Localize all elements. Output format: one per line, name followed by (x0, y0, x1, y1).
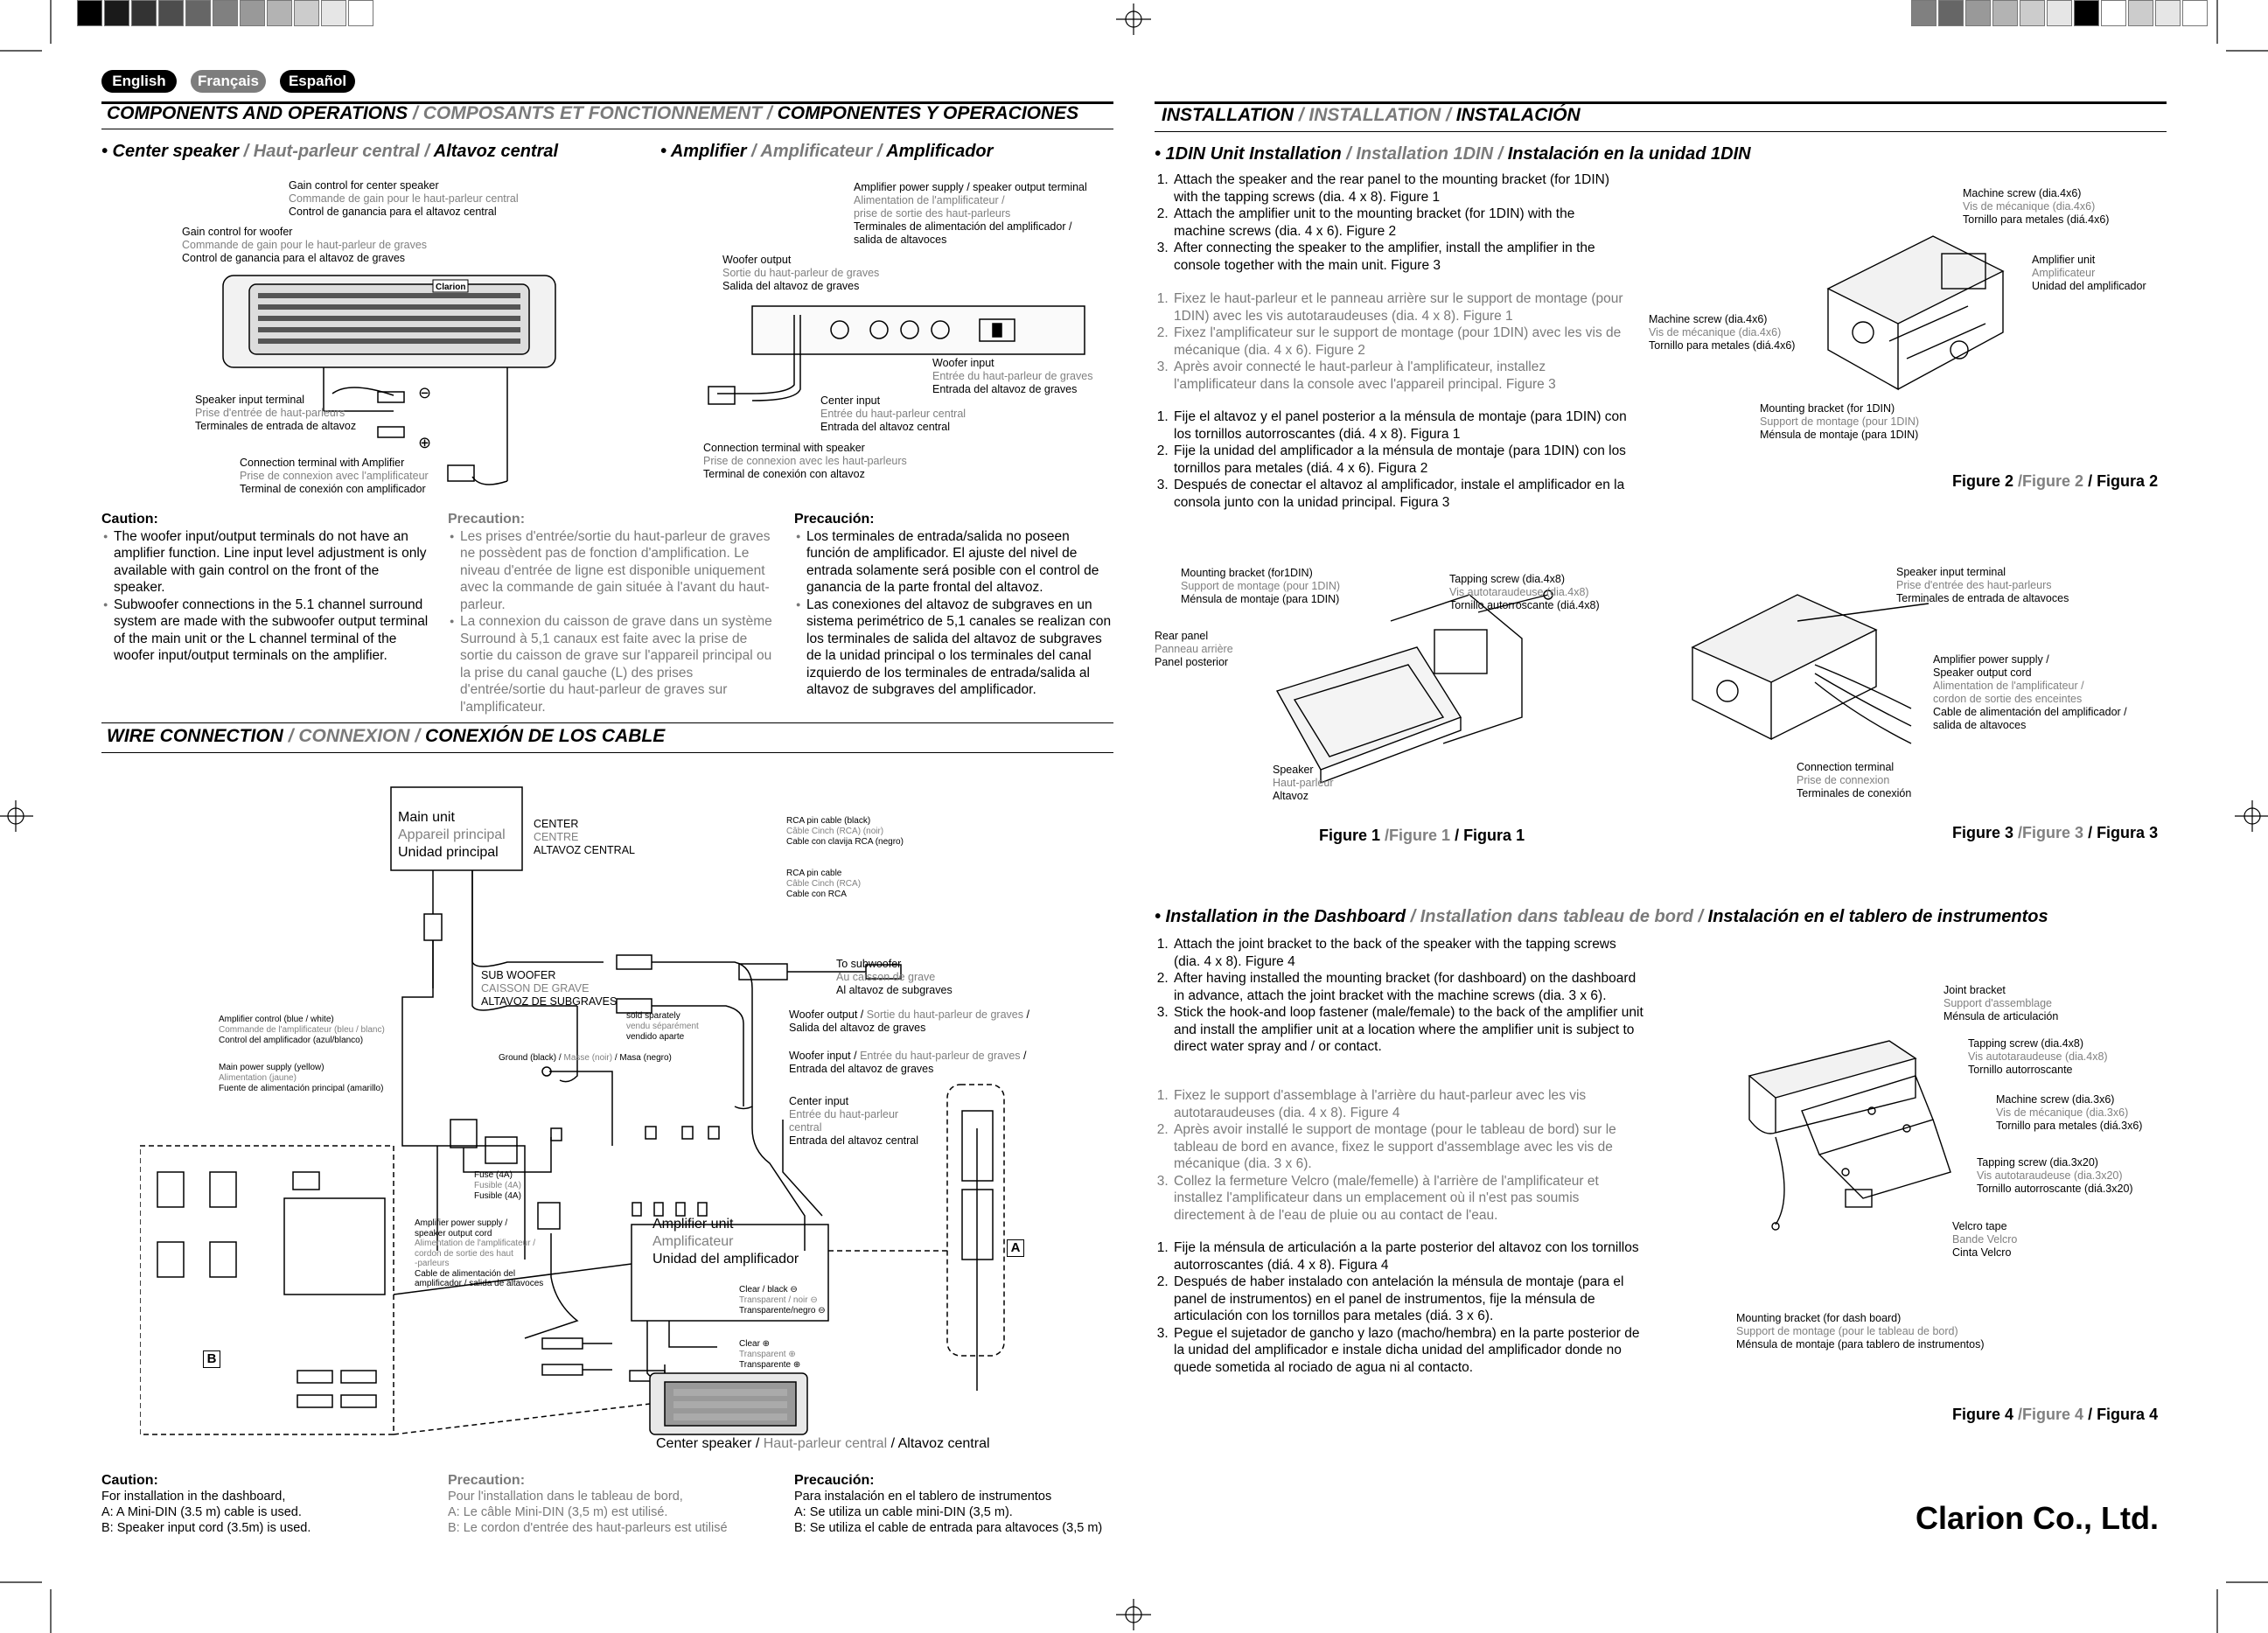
center-speaker-title: • Center speaker / Haut-parleur central … (101, 142, 559, 161)
components-heading: COMPONENTS AND OPERATIONS / COMPOSANTS E… (107, 103, 1079, 123)
tab-francais[interactable]: Français (191, 70, 266, 93)
figure-4-illustration (1748, 1040, 1951, 1231)
amplifier-illustration (708, 305, 1085, 405)
label-fig3-amp-power: Amplifier power supply /Speaker output c… (1933, 653, 2127, 731)
label-fig2-machine-screw-top: Machine screw (dia.4x6)Vis de mécanique … (1963, 187, 2110, 226)
rule (101, 101, 1113, 104)
svg-text:⊖: ⊖ (418, 384, 431, 401)
label-rca-black: RCA pin cable (black)Câble Cinch (RCA) (… (786, 816, 904, 847)
color-registration-bar-right (1911, 0, 2209, 26)
rule (1155, 131, 2167, 132)
label-fig1-mounting: Mounting bracket (for1DIN)Support de mon… (1181, 567, 1341, 605)
rule (101, 752, 1113, 753)
bottom-caution-english: Caution: For installation in the dashboa… (101, 1473, 311, 1535)
rule (1155, 101, 2167, 104)
din-steps-english: Attach the speaker and the rear panel to… (1155, 171, 1627, 274)
din-steps-french: Fixez le haut-parleur et le panneau arri… (1155, 290, 1627, 393)
label-amplifier-control: Amplifier control (blue / white)Commande… (219, 1015, 385, 1045)
figure-3-illustration (1691, 594, 1930, 744)
label-ground: Ground (black) / Masse (noir) / Masa (ne… (499, 1053, 672, 1063)
label-clear: Clear ⊕Transparent ⊕Transparente ⊕ (739, 1339, 801, 1370)
caution-english: Caution: The woofer input/output termina… (101, 511, 429, 665)
tab-espanol[interactable]: Español (280, 70, 355, 93)
figure-2-illustration (1826, 235, 2005, 391)
caution-french: Precaution: Les prises d'entrée/sortie d… (448, 511, 776, 715)
label-b-box: B (203, 1350, 220, 1368)
label-fig2-mounting-bracket: Mounting bracket (for 1DIN)Support de mo… (1760, 402, 1920, 441)
label-fig4-tapping20: Tapping screw (dia.3x20)Vis autotaraudeu… (1977, 1156, 2133, 1195)
label-main-power: Main power supply (yellow)Alimentation (… (219, 1063, 384, 1093)
label-fig4-machine: Machine screw (dia.3x6)Vis de mécanique … (1996, 1093, 2143, 1132)
label-fig1-tapping: Tapping screw (dia.4x8)Vis autotaraudeus… (1449, 573, 1600, 611)
label-fig2-machine-screw-left: Machine screw (dia.4x6)Vis de mécanique … (1649, 313, 1796, 352)
figure-4-caption: Figure 4 /Figure 4 / Figura 4 (1952, 1406, 2159, 1423)
installation-heading: INSTALLATION / INSTALLATION / INSTALACIÓ… (1162, 105, 1581, 125)
wire-connection-diagram (140, 786, 1005, 1435)
wire-connection-heading: WIRE CONNECTION / CONNEXION / CONEXIÓN D… (107, 726, 666, 746)
color-registration-bar-left (77, 0, 375, 26)
tab-english[interactable]: English (101, 70, 177, 93)
caution-spanish: Precaución: Los terminales de entrada/sa… (794, 511, 1116, 699)
dashboard-steps-spanish: Fije la ménsula de articulación a la par… (1155, 1239, 1644, 1376)
label-center-speaker: Center speaker / Haut-parleur central / … (656, 1436, 990, 1451)
din-steps-spanish: Fije el altavoz y el panel posterior a l… (1155, 408, 1627, 511)
speaker-badge: Clarion (436, 283, 465, 292)
dashboard-installation-title: • Installation in the Dashboard / Instal… (1155, 907, 2048, 926)
label-amp-power-supply: Amplifier power supply / speaker output … (854, 181, 1087, 246)
label-wire-woofer-output: Woofer output / Sortie du haut-parleur d… (789, 1008, 1029, 1034)
center-speaker-illustration: Clarion ⊖ ⊕ (222, 275, 556, 485)
dashboard-steps-english: Attach the joint bracket to the back of … (1155, 936, 1644, 1056)
label-fig4-mounting: Mounting bracket (for dash board)Support… (1736, 1312, 1985, 1350)
rule (101, 722, 1113, 723)
figure-3-caption: Figure 3 /Figure 3 / Figura 3 (1952, 824, 2159, 841)
dashboard-steps-french: Fixez le support d'assemblage à l'arrièr… (1155, 1087, 1644, 1224)
label-wire-woofer-input: Woofer input / Entrée du haut-parleur de… (789, 1050, 1027, 1075)
label-amp-power-cord: Amplifier power supply /speaker output c… (415, 1218, 544, 1288)
label-a-box: A (1007, 1239, 1024, 1257)
din-installation-title: • 1DIN Unit Installation / Installation … (1155, 144, 1751, 164)
label-clear-black: Clear / black ⊖Transparent / noir ⊖Trans… (739, 1285, 826, 1315)
label-fig4-tapping: Tapping screw (dia.4x8)Vis autotaraudeus… (1968, 1037, 2108, 1076)
company-name: Clarion Co., Ltd. (1916, 1500, 2159, 1536)
figure-1-caption: Figure 1 /Figure 1 / Figura 1 (1319, 827, 1525, 844)
svg-text:⊕: ⊕ (418, 434, 431, 451)
figure-2-caption: Figure 2 /Figure 2 / Figura 2 (1952, 472, 2159, 490)
amplifier-title: • Amplifier / Amplificateur / Amplificad… (660, 142, 994, 161)
label-fuse: Fuse (4A)Fusible (4A)Fusible (4A) (474, 1170, 521, 1201)
figure-1-illustration (1275, 590, 1553, 785)
bottom-caution-french: Precaution: Pour l'installation dans le … (448, 1473, 728, 1535)
bottom-caution-spanish: Precaución: Para instalación en el table… (794, 1473, 1103, 1535)
